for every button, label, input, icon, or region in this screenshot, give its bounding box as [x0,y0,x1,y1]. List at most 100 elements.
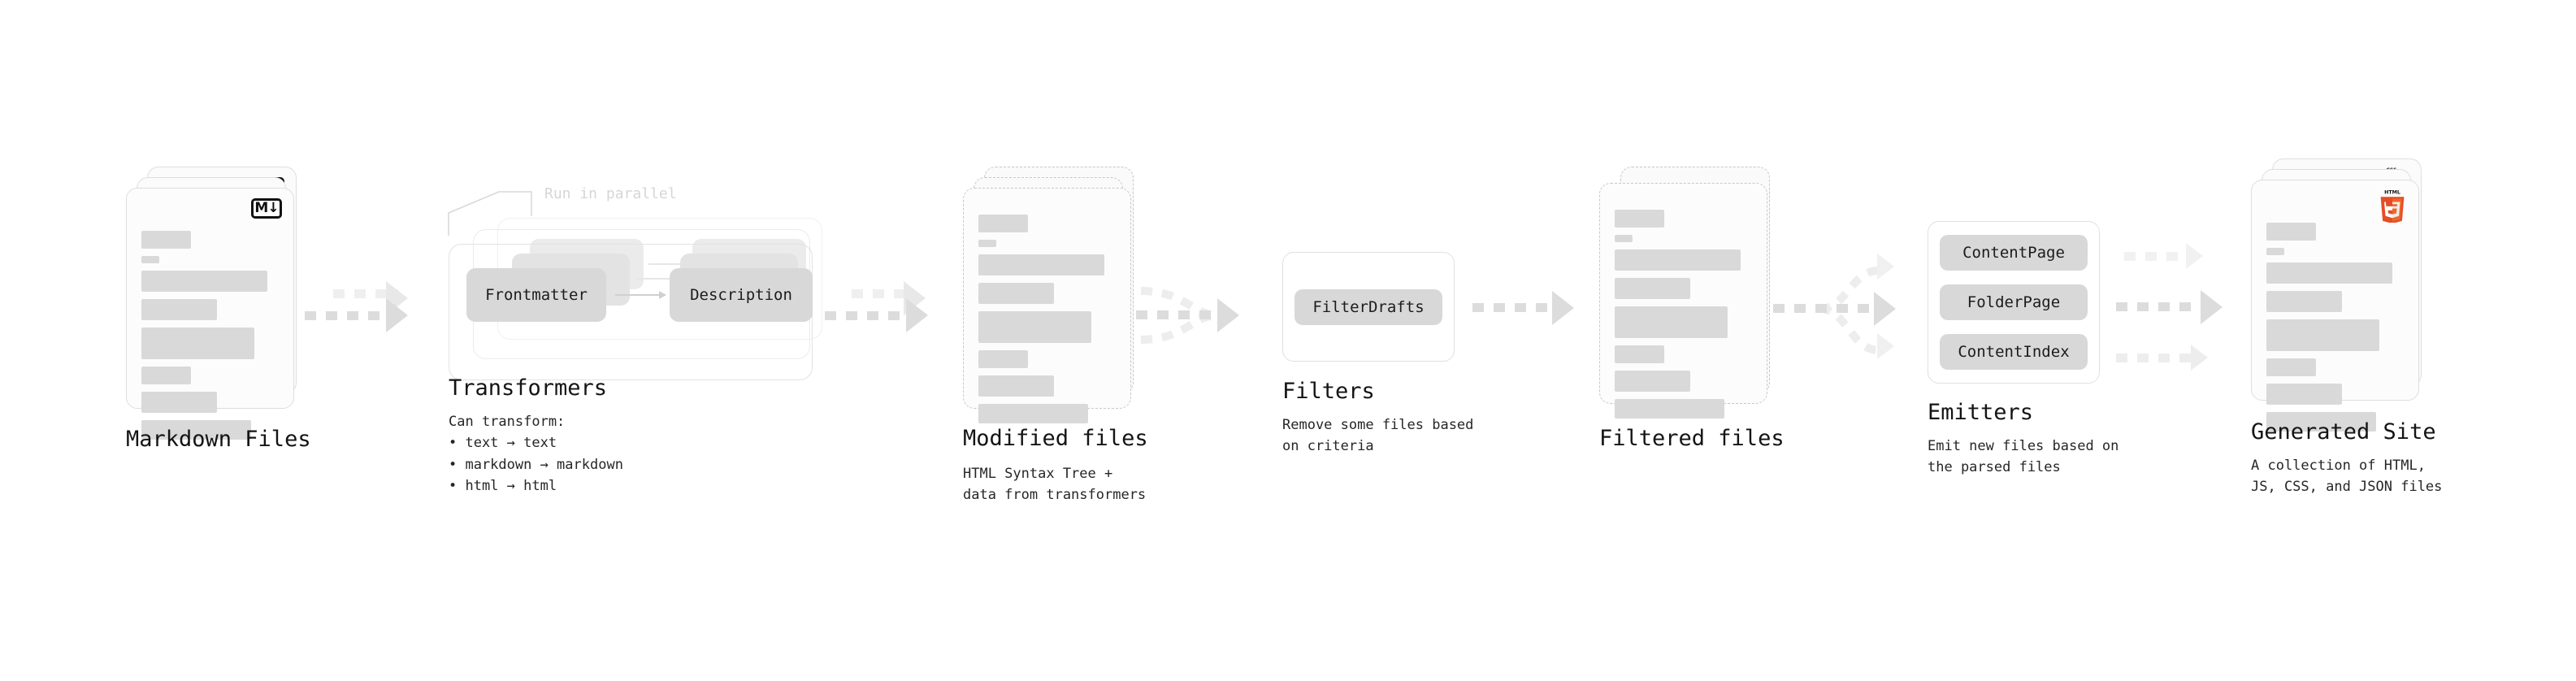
skeleton-row [141,271,268,292]
connector-arrow [1472,291,1594,340]
skeleton-row [978,311,1091,343]
arrow-head [2201,290,2223,324]
transformers-stack: Frontmatter Description [449,218,830,380]
markdown-card-front: M↓ [126,188,294,440]
stage-desc-modified-files: HTML Syntax Tree + data from transformer… [963,466,1147,504]
skeleton-row [2266,358,2316,376]
arrow-head [1552,291,1574,325]
arrow-head [1877,333,1894,359]
connector-arrow [305,298,423,348]
connector-arrow [825,298,943,348]
arrow-head [2186,243,2203,269]
skeleton-row [1615,399,1725,419]
arrow-head [1217,298,1239,332]
filter-node-filterdrafts[interactable]: FilterDrafts [1295,288,1442,325]
emitter-node-contentpage[interactable]: ContentPage [1940,235,2088,271]
stage-modified-files [963,167,1134,423]
skeleton-row [1615,306,1728,338]
skeleton-row [2266,291,2342,312]
html5-icon: HTML [2380,190,2405,223]
stage-title-emitters: Emitters [1928,400,2034,425]
skeleton-row [978,254,1105,275]
arrow-head [1877,254,1894,280]
markdown-card-stack: M↓ M↓ M↓ [126,167,297,440]
skeleton-row [2266,262,2393,284]
modified-card-front [963,188,1131,423]
arrow-head [386,298,408,332]
transformer-node-description[interactable]: Description [670,268,813,322]
skeleton-row [1615,278,1690,299]
stage-title-transformers: Transformers [449,375,608,401]
skeleton-row [1615,345,1664,363]
skeleton-row [1615,210,1664,228]
skeleton-row [2266,223,2316,241]
skeleton-row [978,240,996,247]
arrow-dashes [1773,304,1879,313]
stage-filters-box: FilterDrafts [1282,252,1455,362]
skeleton-row [141,231,191,249]
skeleton-row [2266,319,2379,351]
skeleton-row [978,283,1054,304]
skeleton-row [141,367,191,384]
stage-title-filters: Filters [1282,379,1375,404]
arrow-dashes [1472,303,1562,312]
generated-card-stack: CSS HTML [2251,158,2422,432]
arrow-dashes [333,289,398,298]
skeleton-row [2266,384,2342,405]
stage-title-modified-files: Modified files [963,426,1148,451]
transformer-arrow [615,291,666,299]
arrow-dashes [2116,302,2205,311]
skeleton-row [1615,249,1741,271]
arrow-head [1874,292,1896,326]
stage-desc-emitters: Emit new files based on the parsed files [1928,438,2119,476]
skeleton-row [978,350,1028,368]
stage-markdown-files: M↓ M↓ M↓ [126,167,297,440]
skeleton-row [141,392,217,413]
emitter-node-contentindex[interactable]: ContentIndex [1940,334,2088,370]
arrow-dashes [2116,354,2194,362]
skeleton-row [141,299,217,320]
skeleton-row [978,375,1054,397]
stage-desc-filters: Remove some files based on criteria [1282,417,1474,455]
stage-desc-transformers: Can transform: • text → text • markdown … [449,414,623,495]
arrow-dashes [852,289,915,298]
skeleton-row [141,420,252,440]
run-in-parallel-bracket [448,191,532,236]
skeleton-row [978,404,1089,423]
arrow-head [906,298,928,332]
filtered-card-stack [1599,167,1770,419]
connector-arrow-triple [2116,232,2254,386]
modified-card-stack [963,167,1134,423]
filtered-card-front [1599,183,1767,419]
generated-card-front: HTML [2251,180,2419,432]
arrow-dashes [825,311,916,320]
connector-arrow-merge [1136,268,1266,366]
arrow-dashes [1136,310,1224,319]
stage-title-markdown-files: Markdown Files [126,427,311,452]
arrow-head [2191,345,2208,371]
skeleton-lines [1615,210,1752,426]
skeleton-row [1615,371,1690,392]
skeleton-lines [978,215,1116,431]
skeleton-lines [2266,223,2404,439]
stage-title-filtered-files: Filtered files [1599,426,1785,451]
markdown-icon: M↓ [251,198,282,219]
skeleton-row [2266,412,2377,432]
emitter-node-folderpage[interactable]: FolderPage [1940,284,2088,320]
stage-filtered-files [1599,167,1770,419]
stage-generated-site: CSS HTML [2251,158,2422,432]
skeleton-row [2266,248,2284,255]
stage-emitters-box: ContentPage FolderPage ContentIndex [1928,221,2100,384]
skeleton-row [978,215,1028,232]
stage-title-generated-site: Generated Site [2251,419,2436,445]
connector-arrow-fanout [1773,232,1919,386]
run-in-parallel-label: Run in parallel [544,185,677,202]
skeleton-row [1615,235,1633,242]
arrow-dashes [305,311,396,320]
stage-transformers: Run in parallel Frontmatter Description [448,185,830,380]
svg-text:HTML: HTML [2384,190,2400,196]
skeleton-row [141,327,254,359]
transformer-node-frontmatter[interactable]: Frontmatter [466,268,606,322]
skeleton-lines [141,231,279,447]
